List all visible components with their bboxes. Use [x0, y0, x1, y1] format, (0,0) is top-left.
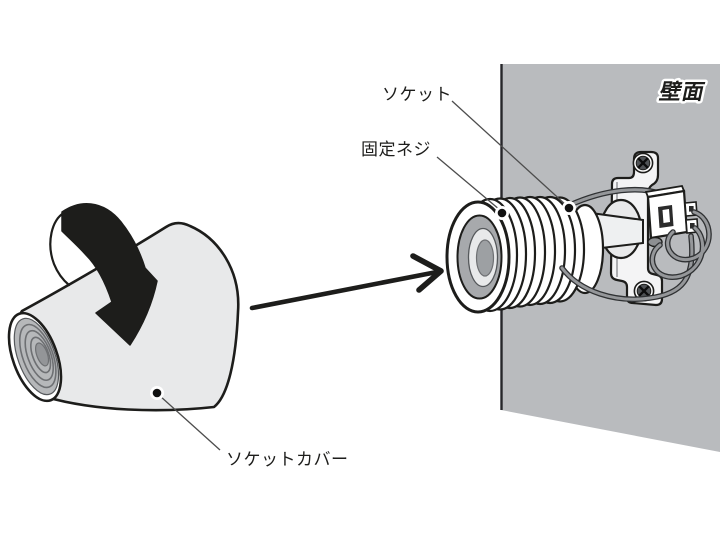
cover-threaded-end: [7, 311, 63, 403]
bracket-screw-top-icon: [632, 152, 654, 174]
socket-cover-illustration: [7, 203, 240, 412]
cover-leader-dot: [152, 388, 162, 398]
socket-label: ソケット: [382, 85, 452, 104]
socket-cover-label: ソケットカバー: [226, 450, 349, 469]
assembly-arrow-icon: [249, 253, 444, 311]
fixing-screw-leader-dot: [497, 208, 507, 218]
socket-callout: ソケット: [382, 85, 576, 215]
fixing-screw-label: 固定ネジ: [361, 140, 431, 159]
wall-label-group: 壁面: [655, 77, 710, 107]
socket-cover-callout: ソケットカバー: [150, 386, 349, 469]
wire-loops: [649, 209, 712, 280]
fixing-screw-callout: 固定ネジ: [361, 140, 509, 220]
socket-illustration: [445, 195, 605, 314]
wall-label: 壁面: [657, 79, 707, 104]
rotation-arrow-icon: [49, 203, 158, 346]
socket-leader-dot: [564, 203, 574, 213]
